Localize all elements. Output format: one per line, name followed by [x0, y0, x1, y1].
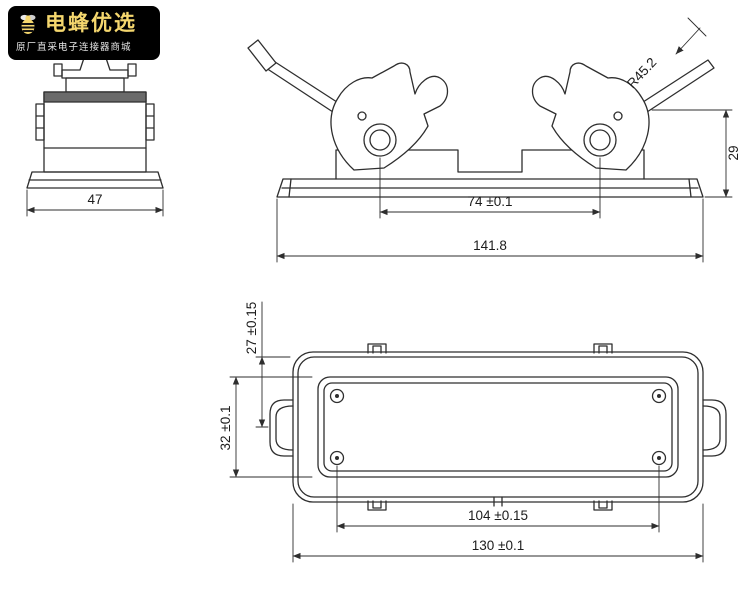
dim-overall-width-label: 141.8 — [473, 238, 507, 253]
brand-tagline: 原厂直采电子连接器商城 — [16, 42, 132, 53]
left-guide-boss — [269, 399, 294, 457]
top-view: 27 ±0.15 32 ±0.1 104 ±0.15 130 ±0.1 — [218, 301, 727, 563]
right-rivet — [613, 111, 623, 121]
left-rivet — [357, 111, 367, 121]
front-view: R45.2 74 ±0.1 141.8 29 — [247, 17, 741, 263]
screw-top-left — [329, 388, 345, 404]
hood-outline-outer — [292, 351, 704, 503]
hood-opening-inner — [323, 382, 673, 472]
side-lever-nubs — [53, 63, 137, 77]
dim-flange-offset-label: 32 ±0.1 — [218, 406, 233, 451]
hood-outline-inner — [297, 356, 699, 498]
dim-radius-label: R45.2 — [624, 55, 660, 92]
hood-opening-outer — [317, 376, 679, 478]
dim-side-width-label: 47 — [87, 192, 102, 207]
screw-bottom-left-center — [335, 456, 339, 460]
screw-bottom-right — [651, 450, 667, 466]
dim-overall-width-witness — [276, 198, 704, 263]
left-latch-claw — [330, 62, 449, 171]
dim-screw-spacing-witness — [336, 465, 660, 533]
screw-bottom-right-center — [657, 456, 661, 460]
dim-overall-length-witness — [292, 503, 704, 563]
side-seal-band — [43, 91, 147, 103]
side-latch-tabs — [35, 103, 155, 141]
bee-icon — [20, 14, 36, 34]
side-flange — [26, 171, 164, 189]
right-pivot-hole-inner — [589, 129, 611, 151]
front-flange-bevels — [288, 178, 692, 198]
left-lever-tip — [247, 39, 277, 72]
radius-leader-line — [675, 27, 701, 55]
dim-overall-width: 141.8 — [276, 198, 704, 263]
dim-screw-spacing: 104 ±0.15 — [336, 465, 660, 533]
dim-hood-depth-label: 27 ±0.15 — [244, 302, 259, 354]
bottom-edge-clips — [367, 500, 613, 511]
side-body — [43, 91, 147, 173]
right-pivot-hole-outer — [583, 123, 617, 157]
brand-logo: 电蜂优选 原厂直采电子连接器商城 — [8, 6, 160, 60]
left-pivot-hole-outer — [363, 123, 397, 157]
screw-bottom-left — [329, 450, 345, 466]
screw-top-right — [651, 388, 667, 404]
dim-hole-spacing: 74 ±0.1 — [379, 157, 601, 219]
dim-screw-spacing-label: 104 ±0.15 — [468, 508, 528, 523]
dim-hood-depth-witness — [255, 301, 291, 428]
dim-hood-depth: 27 ±0.15 — [244, 301, 291, 428]
dim-base-height-witness — [651, 109, 733, 198]
side-collar — [65, 77, 125, 93]
dim-flange-offset-witness — [229, 376, 313, 478]
brand-name: 电蜂优选 — [45, 12, 137, 35]
right-guide-boss — [702, 399, 727, 457]
top-edge-clips — [367, 343, 613, 354]
dim-base-height: 29 — [651, 109, 741, 198]
side-view: 47 — [26, 57, 164, 217]
dim-hole-spacing-label: 74 ±0.1 — [468, 194, 513, 209]
side-lever-top — [61, 57, 129, 79]
dim-base-height-label: 29 — [726, 145, 741, 160]
dim-side-width: 47 — [26, 189, 164, 217]
left-pivot-hole-inner — [369, 129, 391, 151]
dim-flange-offset: 32 ±0.1 — [218, 376, 313, 478]
screw-top-right-center — [657, 394, 661, 398]
screw-top-left-center — [335, 394, 339, 398]
bottom-center-ticks — [493, 496, 503, 507]
left-lever-handle — [265, 59, 341, 115]
dim-overall-length-label: 130 ±0.1 — [472, 538, 524, 553]
dim-hole-spacing-witness — [379, 157, 601, 219]
dim-overall-length: 130 ±0.1 — [292, 503, 704, 563]
radius-witness-tick — [687, 17, 707, 37]
front-base-flange — [276, 178, 704, 198]
right-latch-claw — [531, 62, 650, 171]
